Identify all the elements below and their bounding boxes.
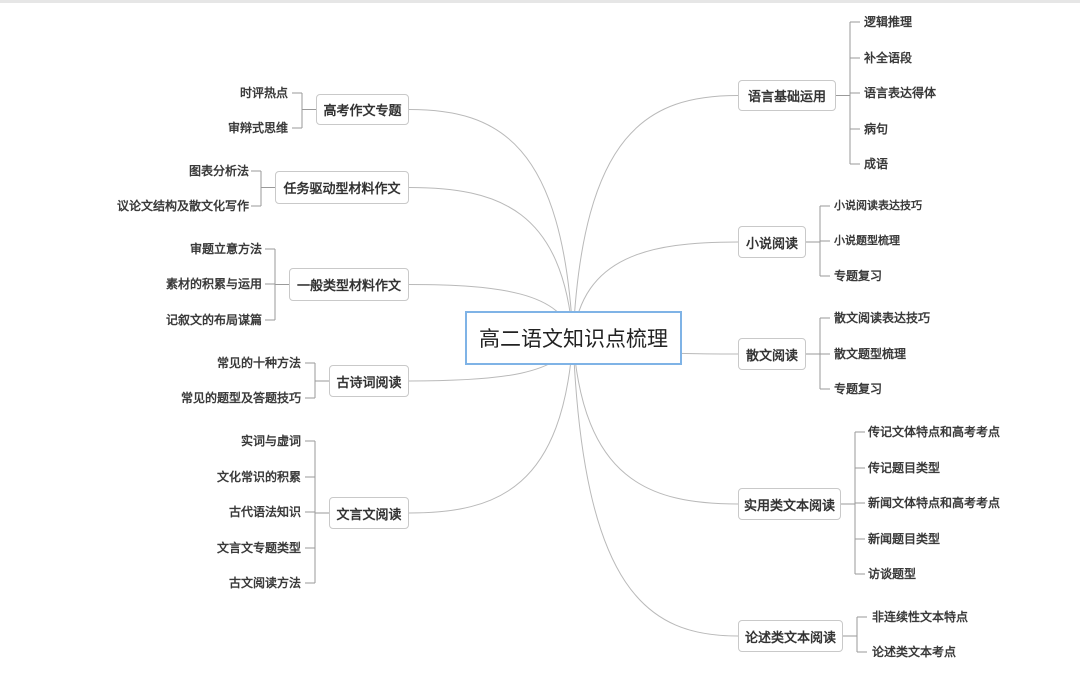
subtopic-label[interactable]: 新闻文体特点和高考考点 (868, 496, 1001, 510)
subtopic-label[interactable]: 传记题目类型 (868, 461, 941, 475)
branch-node-left-3[interactable]: 一般类型材料作文 (289, 268, 409, 301)
subtopic-label[interactable]: 非连续性文本特点 (872, 610, 969, 624)
subtopic-label[interactable]: 常见的题型及答题技巧 (180, 391, 301, 405)
subtopic-label[interactable]: 小说阅读表达技巧 (834, 199, 922, 212)
subtopic-label[interactable]: 实词与虚词 (240, 434, 301, 448)
subtopic-label[interactable]: 古代语法知识 (228, 505, 301, 519)
subtopic-label[interactable]: 逻辑推理 (864, 15, 913, 29)
connector-line (572, 337, 739, 505)
branch-node-left-2[interactable]: 任务驱动型材料作文 (275, 171, 409, 204)
subtopic-label[interactable]: 传记文体特点和高考考点 (868, 425, 1001, 439)
top-border (0, 0, 1080, 3)
branch-node-right-3[interactable]: 散文阅读 (738, 338, 806, 370)
branch-node-right-5[interactable]: 论述类文本阅读 (738, 620, 843, 652)
subtopic-label[interactable]: 时评热点 (239, 86, 288, 100)
subtopic-label[interactable]: 记叙文的布局谋篇 (165, 313, 262, 327)
subtopic-label[interactable]: 文言文专题类型 (216, 541, 301, 555)
branch-node-left-1[interactable]: 高考作文专题 (316, 94, 409, 125)
connector-line (572, 95, 739, 339)
subtopic-label[interactable]: 散文题型梳理 (834, 347, 907, 361)
connector-line (408, 187, 574, 339)
branch-node-right-2[interactable]: 小说阅读 (738, 226, 806, 258)
subtopic-label[interactable]: 补全语段 (864, 51, 913, 65)
branch-node-right-1[interactable]: 语言基础运用 (738, 80, 836, 111)
subtopic-label[interactable]: 图表分析法 (188, 164, 249, 178)
subtopic-label[interactable]: 新闻题目类型 (868, 532, 941, 546)
subtopic-label[interactable]: 专题复习 (834, 382, 883, 396)
connector-line (572, 241, 739, 339)
root-topic[interactable]: 高二语文知识点梳理 (465, 311, 682, 365)
subtopic-label[interactable]: 常见的十种方法 (216, 356, 301, 370)
subtopic-label[interactable]: 论述类文本考点 (872, 645, 957, 659)
subtopic-label[interactable]: 古文阅读方法 (228, 576, 301, 590)
subtopic-label[interactable]: 文化常识的积累 (216, 470, 301, 484)
connector-line (408, 109, 574, 339)
subtopic-label[interactable]: 成语 (864, 157, 889, 171)
connector-line (572, 337, 739, 637)
branch-node-left-5[interactable]: 文言文阅读 (329, 497, 409, 529)
subtopic-label[interactable]: 访谈题型 (868, 567, 917, 581)
branch-node-left-4[interactable]: 古诗词阅读 (329, 365, 409, 397)
subtopic-label[interactable]: 专题复习 (834, 269, 883, 283)
subtopic-label[interactable]: 病句 (864, 122, 889, 136)
subtopic-label[interactable]: 议论文结构及散文化写作 (116, 199, 249, 213)
subtopic-label[interactable]: 审辩式思维 (227, 121, 288, 135)
subtopic-label[interactable]: 审题立意方法 (189, 242, 262, 256)
subtopic-label[interactable]: 素材的积累与运用 (165, 277, 262, 291)
subtopic-label[interactable]: 散文阅读表达技巧 (834, 311, 931, 325)
subtopic-label[interactable]: 语言表达得体 (864, 86, 937, 100)
connector-line (408, 337, 574, 514)
subtopic-label[interactable]: 小说题型梳理 (834, 234, 900, 247)
branch-node-right-4[interactable]: 实用类文本阅读 (738, 488, 841, 520)
